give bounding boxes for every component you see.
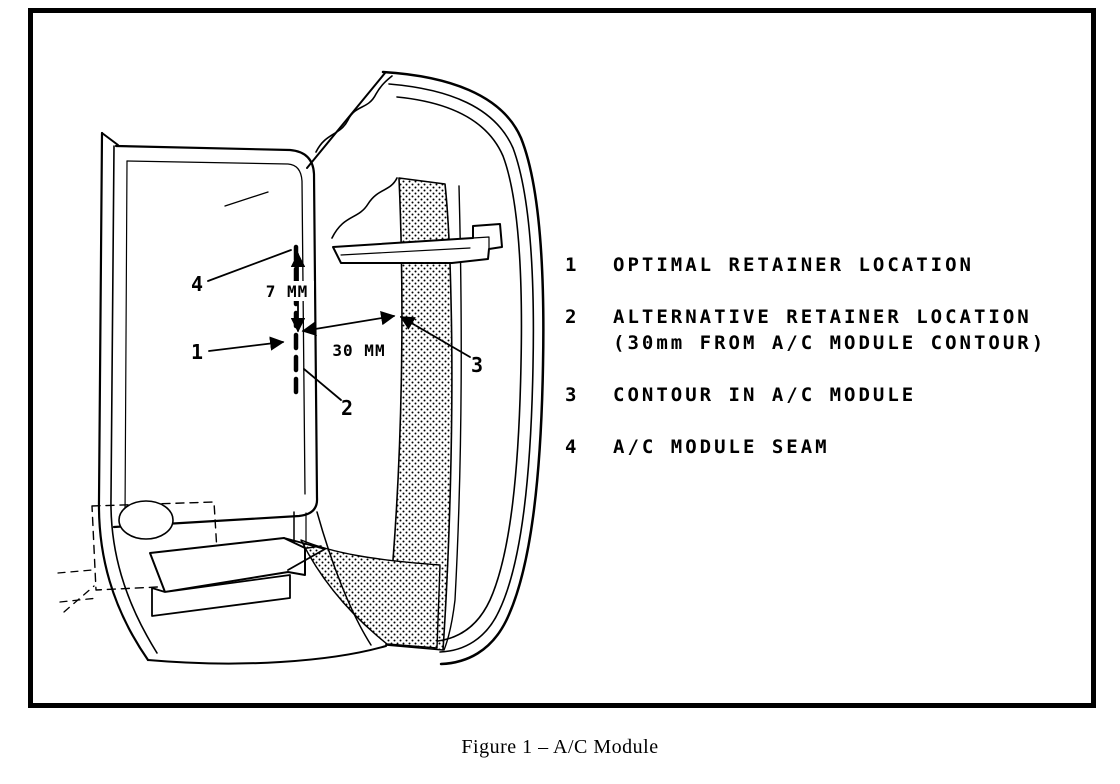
legend-number: 1 xyxy=(565,254,580,276)
legend-label-line: OPTIMAL RETAINER LOCATION xyxy=(613,254,974,276)
legend-label-line: (30mm FROM A/C MODULE CONTOUR) xyxy=(613,332,1047,354)
legend-item-4: 4 A/C MODULE SEAM xyxy=(565,434,1095,460)
legend-label: ALTERNATIVE RETAINER LOCATION (30mm FROM… xyxy=(613,304,1095,356)
instrument-panel xyxy=(97,131,372,662)
callout-2: 2 xyxy=(303,368,353,420)
callout-1-number: 1 xyxy=(191,340,203,364)
legend-label-line: A/C MODULE SEAM xyxy=(613,436,830,458)
dim-7mm-label: 7 MM xyxy=(266,282,309,301)
legend-label-line: ALTERNATIVE RETAINER LOCATION xyxy=(613,306,1032,328)
legend-number: 3 xyxy=(565,384,580,406)
legend-item-3: 3 CONTOUR IN A/C MODULE xyxy=(565,382,1095,408)
callout-4-number: 4 xyxy=(191,272,203,296)
legend-item-2: 2 ALTERNATIVE RETAINER LOCATION (30mm FR… xyxy=(565,304,1095,356)
legend: 1 OPTIMAL RETAINER LOCATION 2 ALTERNATIV… xyxy=(565,252,1095,486)
callout-3-number: 3 xyxy=(471,353,483,377)
callout-2-number: 2 xyxy=(341,396,353,420)
legend-label: CONTOUR IN A/C MODULE xyxy=(613,382,1095,408)
callout-1: 1 xyxy=(191,336,285,364)
legend-item-1: 1 OPTIMAL RETAINER LOCATION xyxy=(565,252,1095,278)
legend-number: 4 xyxy=(565,436,580,458)
callout-4: 4 xyxy=(191,249,292,296)
figure-caption: Figure 1 – A/C Module xyxy=(461,736,659,758)
legend-label: A/C MODULE SEAM xyxy=(613,434,1095,460)
stipple-band xyxy=(300,177,453,651)
callout-3: 3 xyxy=(399,316,483,377)
dim-30mm-label: 30 MM xyxy=(332,341,385,360)
legend-label: OPTIMAL RETAINER LOCATION xyxy=(613,252,1095,278)
dimension-30mm: 30 MM xyxy=(301,311,396,360)
module-shell xyxy=(147,70,545,666)
legend-number: 2 xyxy=(565,306,580,328)
retainer-latch xyxy=(332,223,503,264)
legend-label-line: CONTOUR IN A/C MODULE xyxy=(613,384,917,406)
dimension-7mm: 7 MM xyxy=(260,252,314,333)
lower-bracket xyxy=(57,500,326,617)
